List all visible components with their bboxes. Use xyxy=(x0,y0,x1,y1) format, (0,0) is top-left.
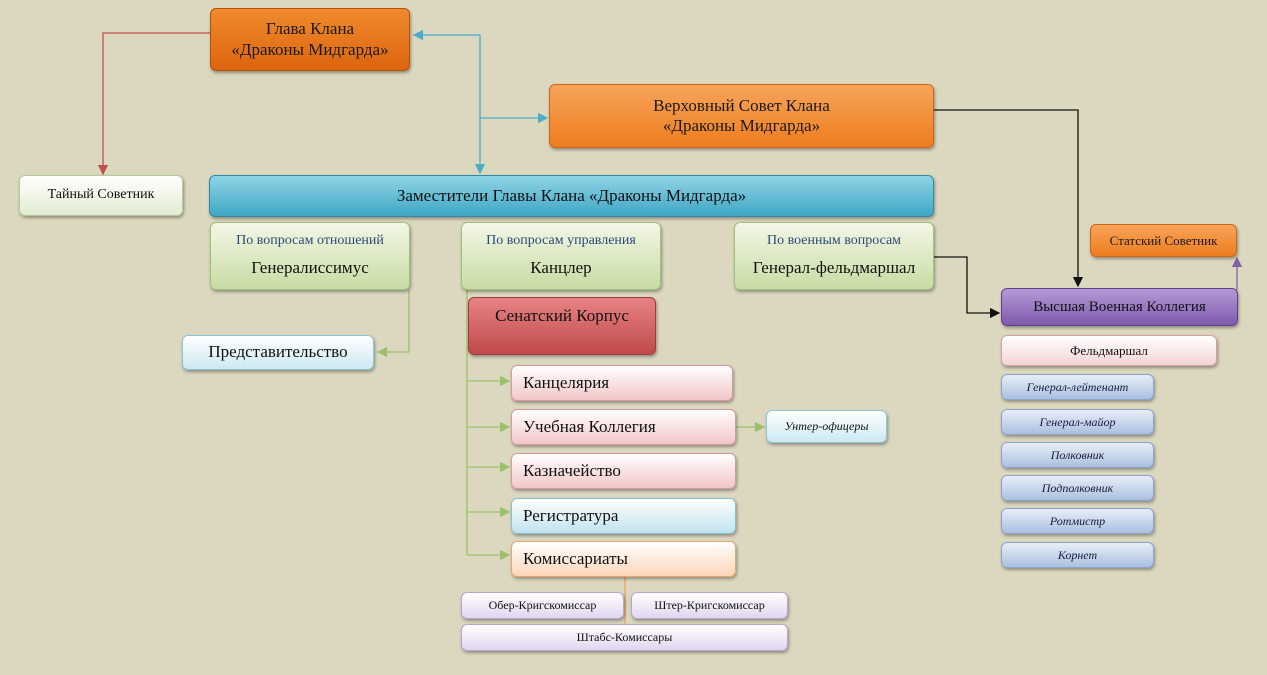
registry-box: Регистратура xyxy=(511,498,736,534)
generalissimo-label: Генералиссимус xyxy=(251,258,369,278)
rank-box: Генерал-майор xyxy=(1001,409,1154,435)
training-college-box: Учебная Коллегия xyxy=(511,409,736,445)
field-marshal-label: Фельдмаршал xyxy=(1070,342,1148,358)
secret-advisor-box: Тайный Советник xyxy=(19,175,183,216)
supreme-council-line2: «Драконы Мидгарда» xyxy=(662,116,821,135)
state-advisor-label: Статский Советник xyxy=(1109,232,1218,248)
supreme-council-box: Верховный Совет Клана «Драконы Мидгарда» xyxy=(549,84,934,148)
deputies-label: Заместители Главы Клана «Драконы Мидгард… xyxy=(396,185,747,205)
chancellor-label: Канцлер xyxy=(530,258,592,278)
war-college-box: Высшая Военная Коллегия xyxy=(1001,288,1238,326)
shter-commissar-label: Штер-Кригскомиссар xyxy=(654,598,765,613)
treasury-box: Казначейство xyxy=(511,453,736,489)
clan-head-line2: «Драконы Мидгарда» xyxy=(231,39,389,59)
commissariats-label: Комиссариаты xyxy=(523,548,628,568)
rank-label: Генерал-лейтенант xyxy=(1026,379,1129,394)
military-box: По военным вопросам Генерал-фельдмаршал xyxy=(734,222,934,290)
war-college-label: Высшая Военная Коллегия xyxy=(1033,299,1206,315)
rank-box: Корнет xyxy=(1001,542,1154,568)
chancellery-label: Канцелярия xyxy=(523,372,610,392)
training-college-label: Учебная Коллегия xyxy=(523,416,656,436)
field-marshal-box: Фельдмаршал xyxy=(1001,335,1217,366)
staff-commissars-label: Штабс-Комиссары xyxy=(576,630,673,645)
shter-commissar-box: Штер-Кригскомиссар xyxy=(631,592,788,619)
management-box: По вопросам управления Канцлер xyxy=(461,222,661,290)
rank-label: Ротмистр xyxy=(1049,513,1106,528)
rank-label: Генерал-майор xyxy=(1039,414,1116,429)
supreme-council-line1: Верховный Совет Клана xyxy=(653,95,830,115)
ober-commissar-box: Обер-Кригскомиссар xyxy=(461,592,624,619)
treasury-label: Казначейство xyxy=(523,460,621,480)
deputies-box: Заместители Главы Клана «Драконы Мидгард… xyxy=(209,175,934,217)
rank-box: Ротмистр xyxy=(1001,508,1154,534)
rank-label: Подполковник xyxy=(1041,480,1114,495)
senate-label: Сенатский Корпус xyxy=(495,306,629,325)
rank-label: Корнет xyxy=(1057,547,1098,562)
rank-box: Генерал-лейтенант xyxy=(1001,374,1154,400)
management-sub: По вопросам управления xyxy=(486,233,636,249)
clan-head-box: Глава Клана «Драконы Мидгарда» xyxy=(210,8,410,71)
nco-box: Унтер-офицеры xyxy=(766,410,887,443)
state-advisor-box: Статский Советник xyxy=(1090,224,1237,257)
rank-box: Подполковник xyxy=(1001,475,1154,501)
representation-box: Представительство xyxy=(182,335,374,370)
nco-label: Унтер-офицеры xyxy=(784,419,869,434)
secret-advisor-label: Тайный Советник xyxy=(47,187,155,203)
rank-box: Полковник xyxy=(1001,442,1154,468)
clan-head-line1: Глава Клана xyxy=(265,19,355,39)
staff-commissars-box: Штабс-Комиссары xyxy=(461,624,788,651)
relations-sub: По вопросам отношений xyxy=(236,233,384,249)
registry-label: Регистратура xyxy=(523,505,619,525)
commissariats-box: Комиссариаты xyxy=(511,541,736,577)
military-sub: По военным вопросам xyxy=(766,233,902,249)
rank-label: Полковник xyxy=(1050,447,1105,462)
field-marshal-general-label: Генерал-фельдмаршал xyxy=(752,258,916,278)
senate-box: Сенатский Корпус xyxy=(468,297,656,355)
relations-box: По вопросам отношений Генералиссимус xyxy=(210,222,410,290)
chancellery-box: Канцелярия xyxy=(511,365,733,401)
representation-label: Представительство xyxy=(208,342,348,362)
ober-commissar-label: Обер-Кригскомиссар xyxy=(488,598,597,613)
